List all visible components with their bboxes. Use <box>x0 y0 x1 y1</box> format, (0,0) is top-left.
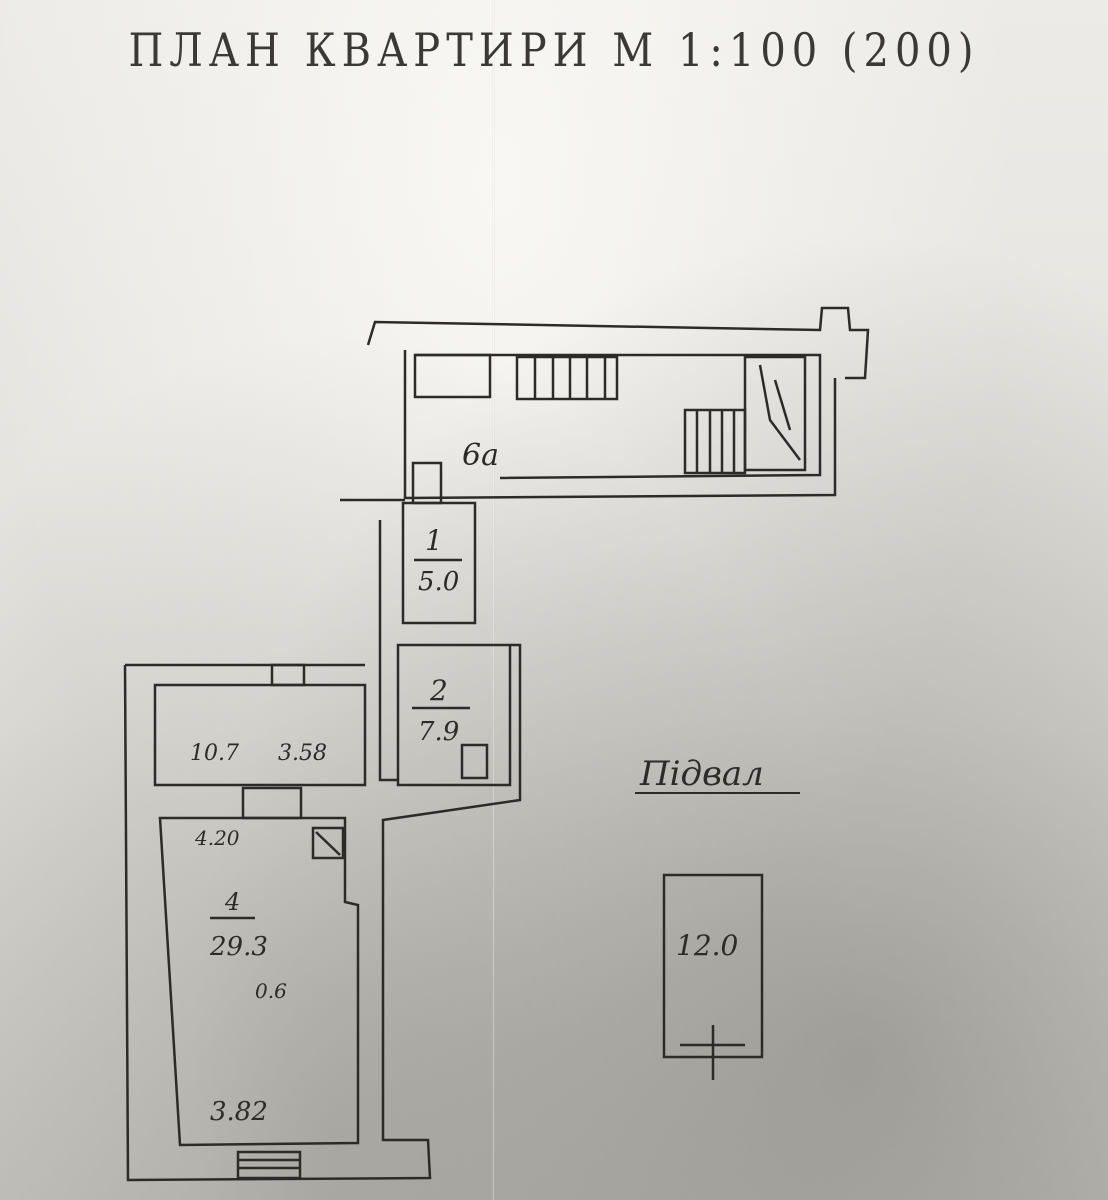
room-2-area: 7.9 <box>418 717 459 747</box>
room-4-outline <box>158 816 360 1147</box>
room-1-area: 5.0 <box>418 567 459 597</box>
room-4-number: 4 <box>224 888 240 916</box>
room-4-area: 29.3 <box>209 932 268 962</box>
room-2-number: 2 <box>429 674 448 707</box>
room-6a-label: 6a <box>462 438 499 473</box>
corridor-inner-wall <box>415 353 822 480</box>
room-1-number: 1 <box>425 524 443 557</box>
room-1-outline <box>401 501 477 625</box>
top-outer-wall <box>366 306 870 380</box>
storage-closet <box>413 353 492 399</box>
corridor-outer-wall <box>403 350 837 500</box>
basement-area: 12.0 <box>676 929 738 962</box>
room-3-outline <box>153 683 367 787</box>
window-room-3 <box>270 663 306 687</box>
stairs-lower <box>683 408 747 475</box>
room-4-top-dimension: 4.20 <box>194 826 240 850</box>
room-2-outline <box>396 643 512 787</box>
room-3-extra: 3.58 <box>278 741 327 766</box>
door-room-1 <box>411 461 443 505</box>
room-3-area: 10.7 <box>190 741 239 766</box>
outer-wall-left <box>123 643 522 1182</box>
room-4-extra: 0.6 <box>255 979 287 1003</box>
basement-label: Підвал <box>639 754 764 794</box>
paper-fold <box>492 0 495 1200</box>
spiral-stair <box>743 355 807 472</box>
stairs-upper <box>515 355 619 401</box>
partition-walls <box>340 498 405 782</box>
entrance-steps <box>236 1150 302 1180</box>
plan-title: ПЛАН КВАРТИРИ М 1:100 (200) <box>128 24 980 78</box>
door-room-3-4 <box>241 786 303 820</box>
room-2-fixture <box>460 743 489 780</box>
room-4-bottom-dimension: 3.82 <box>210 1097 268 1127</box>
chimney-box <box>311 826 345 860</box>
